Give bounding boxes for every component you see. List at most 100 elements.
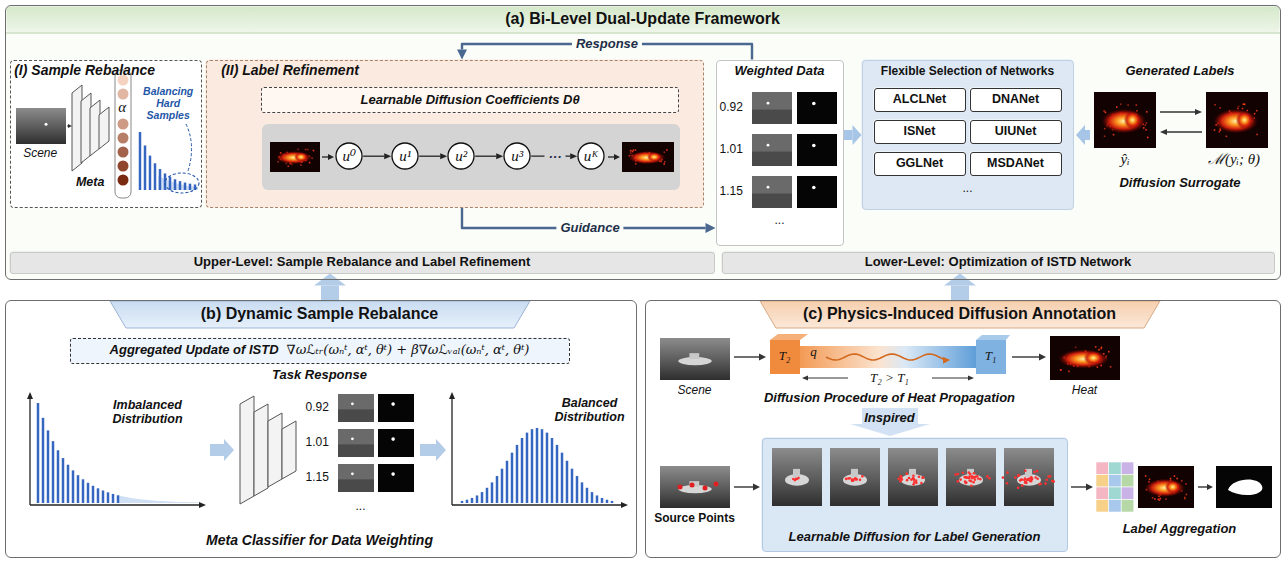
node-text: Upper-Level: Sample Rebalance and Label … <box>194 255 531 270</box>
diffused-point <box>915 479 918 482</box>
text-holder: u⁰ <box>342 148 356 165</box>
heat-speckle <box>1060 369 1062 371</box>
heat-speckle <box>287 165 289 167</box>
heat-speckle <box>1068 371 1070 373</box>
node-text: Meta <box>65 175 115 189</box>
mask-dot <box>812 186 816 190</box>
heat-speckle <box>309 162 311 164</box>
heat-speckle <box>635 163 637 165</box>
gradient-arrow-head <box>968 376 974 381</box>
heat-speckle <box>307 149 309 151</box>
heat-flow-head <box>943 357 950 364</box>
diffused-point <box>1045 479 1048 482</box>
aggregation-cell <box>1121 500 1134 513</box>
flow-arrow-head <box>753 484 760 491</box>
block-arrow <box>210 444 224 456</box>
heat-blob <box>1145 479 1185 497</box>
node-fill <box>874 120 966 144</box>
distribution-bar <box>506 461 509 503</box>
diffused-point <box>849 477 852 480</box>
node-text: Source Points <box>652 512 738 526</box>
node-text: DNANet <box>992 92 1039 106</box>
heat-speckle <box>305 149 307 151</box>
weight-dot <box>118 119 129 130</box>
mask-image <box>797 92 837 124</box>
diffused-point <box>954 473 957 476</box>
heat-speckle <box>1146 111 1148 113</box>
node-text: ... <box>862 182 1074 196</box>
heat-speckle <box>630 152 632 154</box>
node-text: 0.92 <box>720 101 750 115</box>
circle-shape <box>336 143 362 169</box>
gradient-arrow-head <box>802 376 808 381</box>
flow-arrow <box>1160 111 1195 112</box>
infrared-image <box>338 394 374 422</box>
target-dot <box>767 186 770 189</box>
diffused-point <box>899 475 902 478</box>
node-text: uᴷ <box>584 148 599 165</box>
ship-hull <box>901 474 925 486</box>
diffused-point <box>979 478 982 481</box>
mask-dot <box>391 437 395 441</box>
level-band: Upper-Level: Sample Rebalance and Label … <box>10 252 715 274</box>
network-box: ISNet <box>874 120 966 144</box>
heat-speckle <box>1098 349 1100 351</box>
distribution-bar <box>107 492 110 503</box>
node-fill <box>874 152 966 176</box>
distribution-bar <box>52 441 55 503</box>
text-holder: 0.92 <box>306 401 336 415</box>
text-holder: Aggregated Update of ISTD <box>110 343 279 358</box>
tail-region <box>118 495 200 503</box>
diffused-point <box>1017 474 1020 477</box>
node-text: MSDANet <box>987 156 1044 170</box>
heat-speckle <box>1176 478 1178 480</box>
diffused-point <box>1024 480 1027 483</box>
distribution-bar <box>511 453 514 503</box>
text-holder: Inspired <box>840 411 940 426</box>
state-circle: u⁰ <box>335 142 363 170</box>
text-holder: ALCLNet <box>893 92 946 106</box>
heat-speckle <box>1174 475 1176 477</box>
distribution-bar <box>82 479 85 503</box>
axis <box>451 398 452 505</box>
text-holder: Diffusion Procedure of Heat Propagation <box>740 391 1040 406</box>
aggregation-cell <box>1121 487 1134 500</box>
node-text: 1.01 <box>306 436 336 450</box>
diffused-point <box>1017 474 1020 477</box>
heat-speckle <box>1075 346 1077 348</box>
weight-dot <box>118 133 129 144</box>
distribution-bar <box>139 132 142 190</box>
node-text: T₂ > T₁ <box>848 371 932 386</box>
block-arrow <box>420 444 436 456</box>
heat-map <box>270 142 320 172</box>
diffused-point <box>901 478 904 481</box>
diffused-point <box>1034 476 1037 479</box>
heat-speckle <box>1154 498 1156 500</box>
node-fill <box>10 252 715 274</box>
heat-speckle <box>277 161 279 163</box>
text-holder: Learnable Diffusion Coefficients Dθ <box>361 93 580 108</box>
distribution-bar <box>159 169 162 190</box>
block-arrow <box>1085 130 1090 140</box>
diffused-point <box>855 478 858 481</box>
panel-tab <box>760 301 1160 328</box>
distribution-bar <box>117 495 120 503</box>
network-layer <box>240 396 254 504</box>
distribution-bar <box>566 461 569 503</box>
node-text: Balanced Distribution <box>550 396 630 425</box>
connector-line <box>844 130 853 140</box>
node-fill <box>970 120 1062 144</box>
connector-line <box>419 156 440 157</box>
node-text: Scene <box>13 147 67 161</box>
node-text: 0.92 <box>306 401 336 415</box>
diffused-point <box>970 484 973 487</box>
distribution-bar <box>471 498 474 503</box>
node-text: ∇ωℒₜᵣ(ωₙᵗ, αᵗ, θᵗ) + β∇ωℒᵥₐₗ(ωₙᵗ, αᵗ, θᵗ… <box>287 343 530 358</box>
distribution-bar <box>97 488 100 503</box>
heat-speckle <box>300 164 302 166</box>
diffused-point <box>912 483 915 486</box>
diffused-point <box>1024 469 1027 472</box>
text-holder: (a) Bi-Level Dual-Update Framework <box>5 10 1281 28</box>
weight-column <box>115 70 131 198</box>
